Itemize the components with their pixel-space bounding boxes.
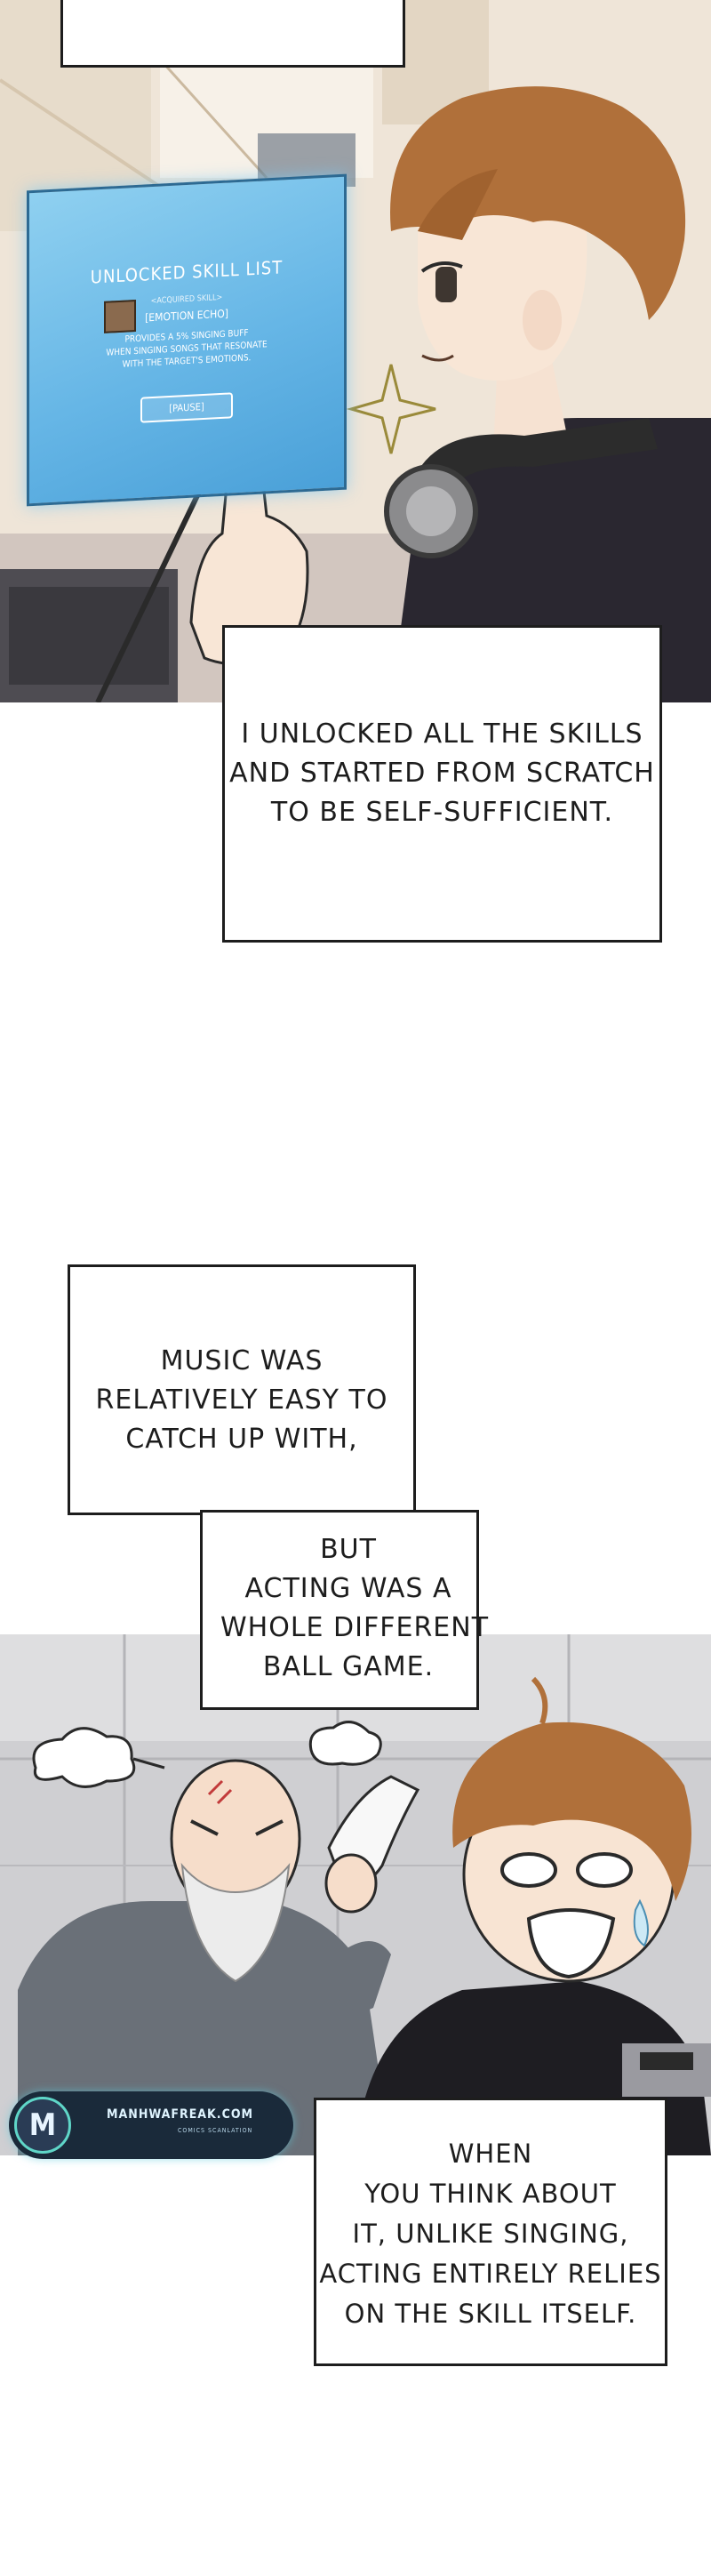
caption-music-easy: MUSIC WAS RELATIVELY EASY TO CATCH UP WI… [68,1264,416,1515]
top-caption-fragment [60,0,405,68]
caption-line: WHOLE DIFFERENT [220,1612,490,1643]
caption-line: ACTING WAS A [244,1573,452,1604]
caption-line: AND STARTED FROM SCRATCH [229,758,655,789]
scanlation-watermark: M MANHWAFREAK.COM COMICS SCANLATION [9,2091,293,2159]
scanlation-logo-icon: M [14,2097,71,2154]
caption-acting-different: BUT ACTING WAS A WHOLE DIFFERENT BALL GA… [200,1510,490,1710]
watermark-site: MANHWAFREAK.COM [107,2107,254,2122]
caption-line: BALL GAME. [262,1651,435,1682]
panel2-artwork [0,1634,711,2155]
caption-line: RELATIVELY EASY TO [95,1384,388,1416]
panel-acting-lesson [0,1634,711,2155]
panel-skill-screen: UNLOCKED SKILL LIST <ACQUIRED SKILL> [EM… [0,0,711,702]
caption-unlocked-skills: I UNLOCKED ALL THE SKILLS AND STARTED FR… [222,625,662,943]
skill-list-hologram: UNLOCKED SKILL LIST <ACQUIRED SKILL> [EM… [27,173,347,507]
caption-line: BUT [320,1534,377,1565]
caption-line: I UNLOCKED ALL THE SKILLS [241,718,643,750]
skill-list-title: UNLOCKED SKILL LIST [90,256,284,288]
caption-line: ON THE SKILL ITSELF. [344,2299,637,2329]
watermark-tagline: COMICS SCANLATION [178,2127,253,2134]
caption-line: IT, UNLIKE SINGING, [352,2219,629,2249]
caption-line: YOU THINK ABOUT [364,2179,617,2209]
caption-line: WHEN [448,2139,533,2169]
skill-description: PROVIDES A 5% SINGING BUFF WHEN SINGING … [49,324,324,375]
pause-button[interactable]: [PAUSE] [140,392,233,423]
caption-line: TO BE SELF-SUFFICIENT. [270,797,614,828]
caption-line: MUSIC WAS [160,1345,324,1376]
caption-line: ACTING ENTIRELY RELIES [319,2259,662,2289]
caption-line: CATCH UP WITH, [125,1424,358,1455]
caption-acting-relies-on-skill: WHEN YOU THINK ABOUT IT, UNLIKE SINGING,… [314,2098,667,2366]
